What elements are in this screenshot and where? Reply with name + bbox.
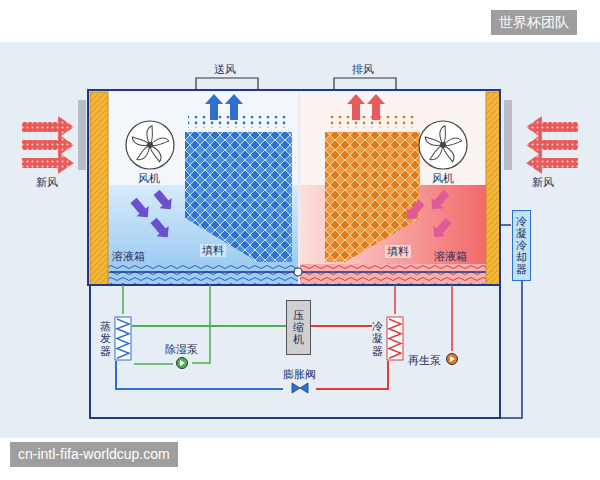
regen-pump: 再生泵: [408, 352, 460, 366]
filter: [486, 92, 500, 285]
tank-label: 溶液箱: [434, 250, 467, 263]
refrigerant-pipe: [116, 361, 283, 389]
compressor-box: 压缩机: [286, 300, 311, 355]
solution-arrow: [127, 187, 176, 242]
pump-symbol: [444, 352, 460, 366]
dehumidify-pump: 除湿泵: [165, 343, 198, 371]
background: [0, 42, 600, 438]
housing: [88, 90, 500, 285]
node-text: 除湿泵: [165, 343, 198, 355]
node-text: 膨胀阀: [283, 368, 316, 380]
exhaust-air-label: 排风: [352, 63, 374, 76]
tank-label: 溶液箱: [112, 250, 145, 263]
fresh-air-label: 新风: [36, 176, 58, 189]
fan: [419, 121, 467, 169]
pipe: [394, 285, 396, 314]
pipe: [90, 285, 500, 418]
watermark: 世界杯团队: [491, 10, 577, 35]
node-text: 冷凝冷却器: [516, 215, 527, 275]
expansion-valve: 膨胀阀: [283, 368, 316, 396]
cooler-box: 冷凝冷却器: [512, 210, 531, 281]
supply-air-label: 送风: [214, 63, 236, 76]
fresh-air-arrow: [22, 116, 578, 174]
condenser: 冷凝器: [372, 316, 404, 361]
packing-label: 填料: [385, 245, 411, 258]
fan-label: 风机: [432, 172, 454, 185]
fresh-air-label: 新风: [532, 176, 554, 189]
node-text: 再生泵: [408, 354, 441, 366]
refrigerant-pipe: [316, 361, 388, 389]
node-text: 蒸发器: [100, 320, 111, 356]
packing-label: 填料: [200, 244, 226, 257]
fan-label: 风机: [138, 172, 160, 185]
pipe: [451, 285, 453, 351]
pipe: [134, 363, 173, 365]
refrigerant-pipe: [311, 325, 372, 327]
coil-symbol: [386, 316, 404, 361]
valve-symbol: [291, 381, 309, 395]
node-text: 压缩机: [293, 309, 304, 345]
refrigerant-pipe: [132, 325, 286, 327]
packing: [185, 132, 292, 262]
pipe: [122, 285, 124, 314]
solution-arrow: [401, 187, 454, 242]
node-text: 冷凝器: [372, 320, 383, 356]
fan: [126, 121, 174, 169]
coil-symbol: [114, 316, 132, 361]
evaporator: 蒸发器: [100, 316, 132, 361]
watermark: cn-intl-fifa-worldcup.com: [10, 442, 178, 467]
packing: [325, 132, 420, 262]
filter: [90, 92, 108, 285]
pump-symbol: [174, 356, 190, 370]
